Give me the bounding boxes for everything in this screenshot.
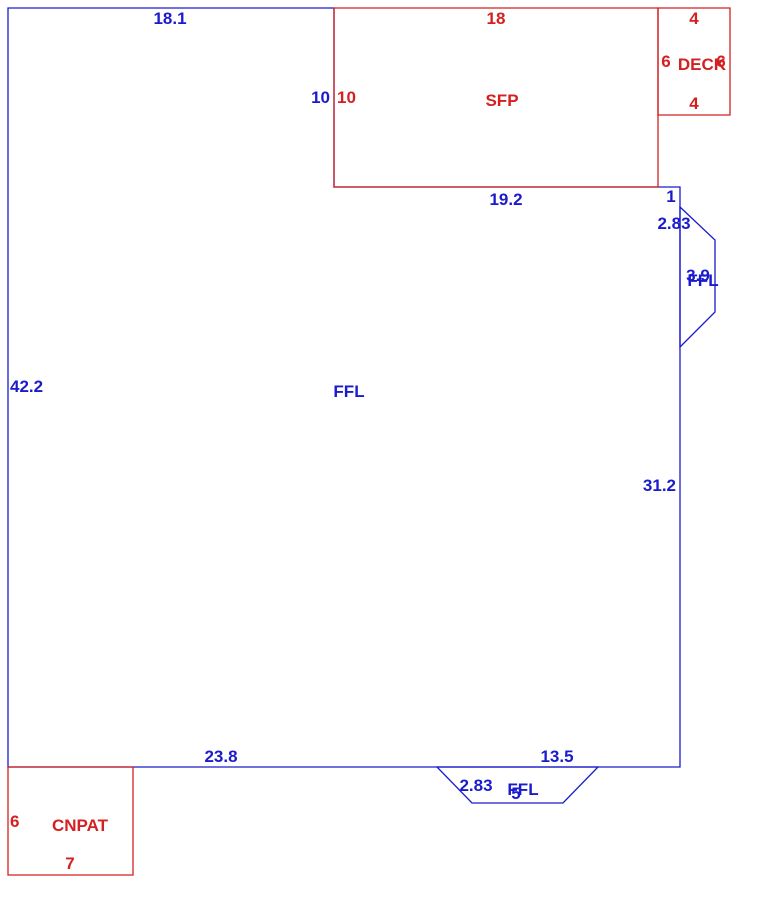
ffl-bay-right-outline bbox=[679, 205, 716, 349]
ffl-main-dim-top: 18.1 bbox=[153, 9, 186, 28]
ffl-bay-bottom-dim-diag: 2.83 bbox=[459, 776, 492, 795]
ffl-main-dim-bottom-right: 13.5 bbox=[540, 747, 573, 766]
ffl-bay-right-area-code: FFL bbox=[687, 271, 718, 290]
deck-dim-bottom: 4 bbox=[689, 94, 699, 113]
deck-area-code: DECK bbox=[678, 55, 727, 74]
sfp-dim-top: 18 bbox=[487, 9, 506, 28]
cnpat-area-code: CNPAT bbox=[52, 816, 109, 835]
ffl-main-dim-right: 31.2 bbox=[643, 476, 676, 495]
cnpat-outline bbox=[7, 766, 134, 876]
ffl-main-dim-right-top: 1 bbox=[666, 187, 675, 206]
deck-dim-left: 6 bbox=[661, 52, 670, 71]
ffl-bay-right-dim-side: 3.9 bbox=[686, 266, 710, 285]
deck-outline bbox=[657, 7, 731, 116]
ffl-main-area-code: FFL bbox=[333, 382, 364, 401]
ffl-bay-right-dim-diag: 2.83 bbox=[657, 214, 690, 233]
sfp-area-code: SFP bbox=[485, 91, 518, 110]
sfp-dim-left: 10 bbox=[337, 88, 356, 107]
deck-dim-top: 4 bbox=[689, 9, 699, 28]
ffl-main-dim-inner-left: 10 bbox=[311, 88, 330, 107]
cnpat-dim-bottom: 7 bbox=[65, 854, 74, 873]
deck-dim-right: 6 bbox=[716, 52, 725, 71]
ffl-bay-bottom-area-code: FFL bbox=[507, 780, 538, 799]
ffl-main-dim-left: 42.2 bbox=[10, 377, 43, 396]
cnpat-dim-left: 6 bbox=[10, 812, 19, 831]
ffl-bay-bottom-outline bbox=[435, 766, 600, 804]
sfp-outline bbox=[333, 7, 659, 188]
ffl-bay-bottom-dim-side: 5 bbox=[511, 784, 520, 803]
ffl-main-dim-inner-top: 19.2 bbox=[489, 190, 522, 209]
ffl-main-dim-bottom-left: 23.8 bbox=[204, 747, 237, 766]
